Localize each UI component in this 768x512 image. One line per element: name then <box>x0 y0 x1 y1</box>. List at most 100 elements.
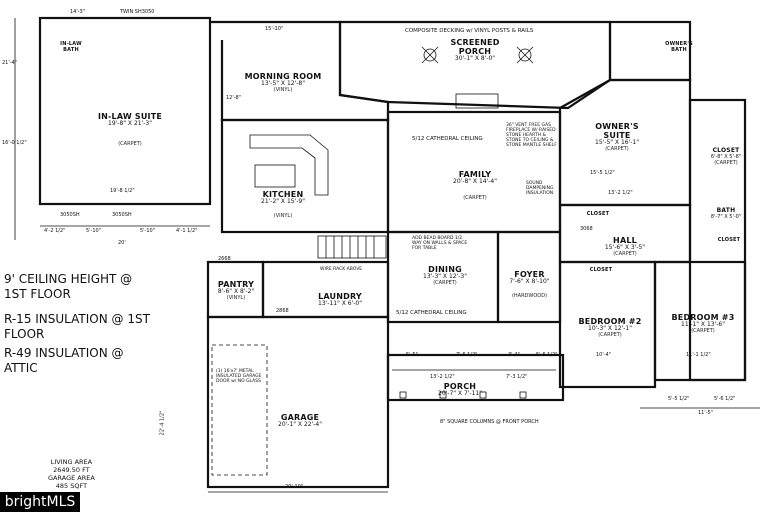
dim-door-3068: 3068 <box>580 226 593 232</box>
dining-label: DINING 13'-3" X 12'-3" (CARPET) <box>410 265 480 287</box>
stair <box>317 235 387 259</box>
cathedral-ceiling-note-2: 5/12 CATHEDRAL CEILING <box>396 310 467 316</box>
dim-top-inlaw: 14'-3" <box>70 9 86 15</box>
dim-bottom-b: 5'-10" <box>86 228 102 234</box>
bath1-label: BATH 8'-7" X 5'-0" <box>708 207 744 221</box>
dim-garage-height: 22'-4 1/2" <box>159 410 166 436</box>
owners-suite-name: OWNER'S SUITE <box>595 122 639 141</box>
dim-left-vertical: 16'-0 1/2" <box>2 140 27 146</box>
foyer-name: FOYER <box>514 270 545 279</box>
hall-floor: (CARPET) <box>613 251 637 258</box>
screened-porch-name: SCREENED PORCH <box>450 38 500 57</box>
bedroom2-floor: (CARPET) <box>598 332 622 339</box>
dim-porch-b: 7'-6 1/2" <box>456 352 478 358</box>
dim-garage-width: 20'-10" <box>285 484 304 490</box>
garage-door-note: (1) 16'x7' METAL INSULATED GARAGE DOOR w… <box>216 369 262 384</box>
living-area-value: 2649.50 FT <box>53 466 90 475</box>
foyer-label: FOYER 7'-6" X 8'-10" (HARDWOOD) <box>502 270 557 300</box>
dim-right-a: 5'-5 1/2" <box>668 396 690 402</box>
closet1-name: CLOSET <box>712 147 740 154</box>
porch-dims: 20'-7" X 7'-11" <box>438 390 482 398</box>
dim-inlaw-left: 21'-4" <box>2 60 18 66</box>
garage-door-outline <box>211 344 268 476</box>
hall-walls <box>558 203 692 264</box>
kitchen-counter <box>249 134 329 196</box>
closet4-name: CLOSET <box>717 237 741 243</box>
bath1-dims: 8'-7" X 5'-0" <box>710 213 742 220</box>
dim-right-total: 11'-5" <box>698 410 714 416</box>
morning-room-name: MORNING ROOM <box>244 72 322 81</box>
pantry-name: PANTRY <box>217 280 255 289</box>
closet4-label: CLOSET <box>712 237 746 244</box>
garage-name: GARAGE <box>280 413 320 422</box>
dim-morning-height: 12'-8" <box>226 95 242 101</box>
dining-dims: 13'-3" X 12'-3" <box>423 273 467 281</box>
garage-area-label: GARAGE AREA <box>48 474 95 483</box>
fireplace <box>455 93 499 109</box>
inlaw-suite-floor: (CARPET) <box>118 141 142 148</box>
dim-porch-f: 7'-3 1/2" <box>506 374 528 380</box>
dim-door-2868: 2868 <box>276 308 289 314</box>
hall-dims: 15'-6" X 3'-5" <box>604 244 646 252</box>
laundry-label: LAUNDRY 13'-11" X 6'-0" <box>310 292 370 308</box>
family-name: FAMILY <box>458 170 492 179</box>
dim-window-b: 3050SH <box>112 212 132 218</box>
bedroom2-name: BEDROOM #2 <box>578 317 642 326</box>
inlaw-bath-name: IN-LAW BATH <box>60 41 82 53</box>
ceiling-fan-left <box>421 46 439 64</box>
watermark-text-a: bright <box>4 494 47 510</box>
bedroom3-label: BEDROOM #3 11'-1" X 13'-6" (CARPET) <box>668 313 738 335</box>
spec-line-1: 9' CEILING HEIGHT @ <box>4 272 133 286</box>
morning-room-walls <box>210 20 390 122</box>
decking-note: COMPOSITE DECKING w/ VINYL POSTS & RAILS <box>405 28 534 34</box>
laundry-name: LAUNDRY <box>318 292 362 301</box>
pantry-label: PANTRY 8'-6" X 8'-2" (VINYL) <box>210 280 262 302</box>
bedroom2-dims: 10'-3" X 12'-1" <box>588 325 632 333</box>
spec-line-2: 1ST FLOOR <box>4 287 71 301</box>
bedroom3-dims: 11'-1" X 13'-6" <box>681 321 725 329</box>
foyer-floor: (HARDWOOD) <box>511 293 548 300</box>
closet3-label: CLOSET <box>583 267 619 274</box>
dining-floor: (CARPET) <box>433 280 457 287</box>
closet2-name: CLOSET <box>586 211 610 217</box>
dim-bedroom3-width: 11'-1 1/2" <box>686 352 711 358</box>
pantry-dims: 8'-6" X 8'-2" <box>217 288 255 296</box>
family-dims: 20'-8" X 14'-4" <box>453 178 497 186</box>
morning-room-dims: 13'-5" X 12'-8" <box>261 80 305 88</box>
wire-rack-note: WIRE RACK ABOVE <box>320 267 363 272</box>
attic-insulation-spec: R-49 INSULATION @ ATTIC <box>4 346 124 376</box>
inlaw-suite-label: IN-LAW SUITE 19'-8" X 21'-3" (CARPET) <box>85 112 175 148</box>
owners-suite-label: OWNER'S SUITE 15'-5" X 16'-1" (CARPET) <box>582 122 652 153</box>
hall-name: HALL <box>613 236 637 245</box>
kitchen-island <box>254 164 296 188</box>
owners-bath-name: OWNER'S BATH <box>665 41 693 53</box>
kitchen-label: KITCHEN 21'-2" X 15'-9" (VINYL) <box>248 190 318 220</box>
closet2-label: CLOSET <box>580 211 616 218</box>
floor-insulation-spec: R-15 INSULATION @ 1ST FLOOR <box>4 312 150 342</box>
ceiling-height-spec: 9' CEILING HEIGHT @ 1ST FLOOR <box>4 272 132 302</box>
dim-bottom-total: 20' <box>118 240 126 246</box>
dim-inlaw-bottom: 19'-8 1/2" <box>110 188 135 194</box>
dim-morning-width: 15'-10" <box>265 26 284 32</box>
owners-suite-dims: 15'-5" X 16'-1" <box>595 139 639 147</box>
morning-room-floor: (VINYL) <box>273 87 293 94</box>
ceiling-fan-right <box>516 46 534 64</box>
owners-suite-floor: (CARPET) <box>605 146 629 153</box>
porch-label: PORCH 20'-7" X 7'-11" <box>425 382 495 398</box>
dim-bottom-a: 4'-2 1/2" <box>44 228 66 234</box>
dim-porch-e: 13'-2 1/2" <box>430 374 455 380</box>
morning-room-label: MORNING ROOM 13'-5" X 12'-8" (VINYL) <box>238 72 328 94</box>
dim-porch-d: 5'-6 1/2" <box>536 352 558 358</box>
dim-right-b: 5'-6 1/2" <box>714 396 736 402</box>
bedroom3-name: BEDROOM #3 <box>671 313 735 322</box>
screened-porch-walls <box>338 20 612 110</box>
closet1-dims: 6'-8" X 5'-8" <box>710 153 742 160</box>
fireplace-note: 36" VENT FREE GAS FIREPLACE W/ RAISED ST… <box>506 123 557 148</box>
kitchen-name: KITCHEN <box>262 190 304 199</box>
spec-line-3: R-15 INSULATION @ 1ST <box>4 312 150 326</box>
living-area-label: LIVING AREA <box>50 458 93 466</box>
sound-insulation-note: SOUND DAMPENING INSULATION <box>526 181 554 196</box>
dim-porch-a: 5'-5" <box>406 352 418 358</box>
dim-porch-c: 3'-4" <box>508 352 520 358</box>
dim-bottom-c: 5'-10" <box>140 228 156 234</box>
